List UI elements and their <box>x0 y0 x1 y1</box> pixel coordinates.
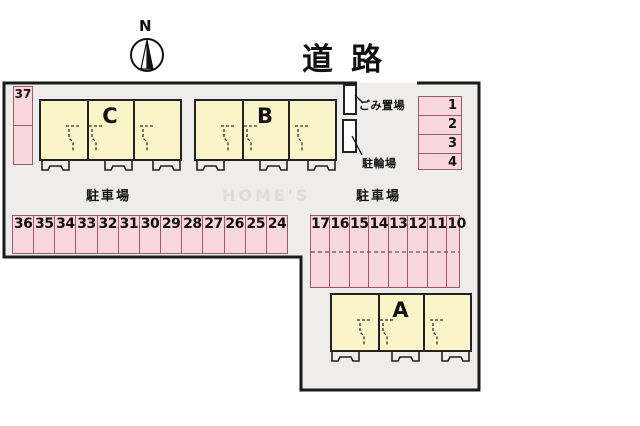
parking-space-17: 17 <box>311 216 331 287</box>
entrance-porch <box>441 352 470 362</box>
watermark: HOME'S <box>222 186 311 205</box>
entrance-porch <box>331 352 360 362</box>
parking-space-4: 4 <box>447 155 457 170</box>
garbage-box <box>343 84 357 115</box>
entrance-porch <box>104 161 133 171</box>
parking-space-24: 24 <box>267 216 287 232</box>
unit-divider <box>423 295 425 350</box>
building-c: C <box>39 99 182 161</box>
parking-space-1: 1 <box>419 97 461 116</box>
parking-space-12: 12 <box>408 216 428 287</box>
parking-space-35: 35 <box>34 216 56 253</box>
parking-space-3: 3 <box>419 135 461 154</box>
parking-space-29: 29 <box>161 216 183 253</box>
garbage-label: ごみ置場 <box>359 99 405 112</box>
parking-space-31: 31 <box>119 216 140 253</box>
parking-space-2: 2 <box>419 116 461 135</box>
unit-divider <box>87 101 89 159</box>
bicycle-label: 駐輪場 <box>362 157 397 170</box>
building-a-label: A <box>392 298 409 322</box>
north-compass-icon <box>130 38 164 72</box>
parking-space-27: 27 <box>203 216 225 253</box>
parking-space-28: 28 <box>182 216 204 253</box>
parking-lot-label-left: 駐車場 <box>86 189 132 204</box>
entrance-porch <box>391 352 420 362</box>
unit-divider <box>133 101 135 159</box>
entrance-porch <box>152 161 181 171</box>
parking-space-34: 34 <box>55 216 77 253</box>
parking-space-36: 36 <box>13 216 35 253</box>
parking-space-26: 26 <box>225 216 246 253</box>
unit-divider <box>242 101 244 159</box>
building-b-label: B <box>256 104 273 128</box>
bicycle-box <box>342 119 357 153</box>
compass-north-label: N <box>139 17 152 35</box>
entrance-porch <box>259 161 288 171</box>
parking-space-14: 14 <box>369 216 389 287</box>
entrance-porch <box>307 161 336 171</box>
parking-space-11: 11 <box>428 216 448 287</box>
building-b: B <box>194 99 337 161</box>
tandem-divider <box>14 125 32 126</box>
parking-space-13: 13 <box>389 216 409 287</box>
entrance-porch <box>41 161 70 171</box>
parking-lot-label-right: 駐車場 <box>356 189 402 204</box>
parking-space-25: 25 <box>246 216 267 253</box>
parking-space-number: 37 <box>14 87 32 101</box>
parking-space-15: 15 <box>350 216 370 287</box>
entrance-porch <box>196 161 225 171</box>
parking-space-10: 10 <box>447 216 466 232</box>
building-c-label: C <box>102 104 118 128</box>
unit-divider <box>378 295 380 350</box>
road-label: 道路 <box>302 42 400 78</box>
parking-space-32: 32 <box>98 216 119 253</box>
parking-space-30: 30 <box>140 216 162 253</box>
building-a: A <box>330 293 472 352</box>
parking-space-16: 16 <box>330 216 350 287</box>
parking-space-33: 33 <box>76 216 98 253</box>
parking-space-37: 37 <box>13 86 33 165</box>
unit-divider <box>288 101 290 159</box>
